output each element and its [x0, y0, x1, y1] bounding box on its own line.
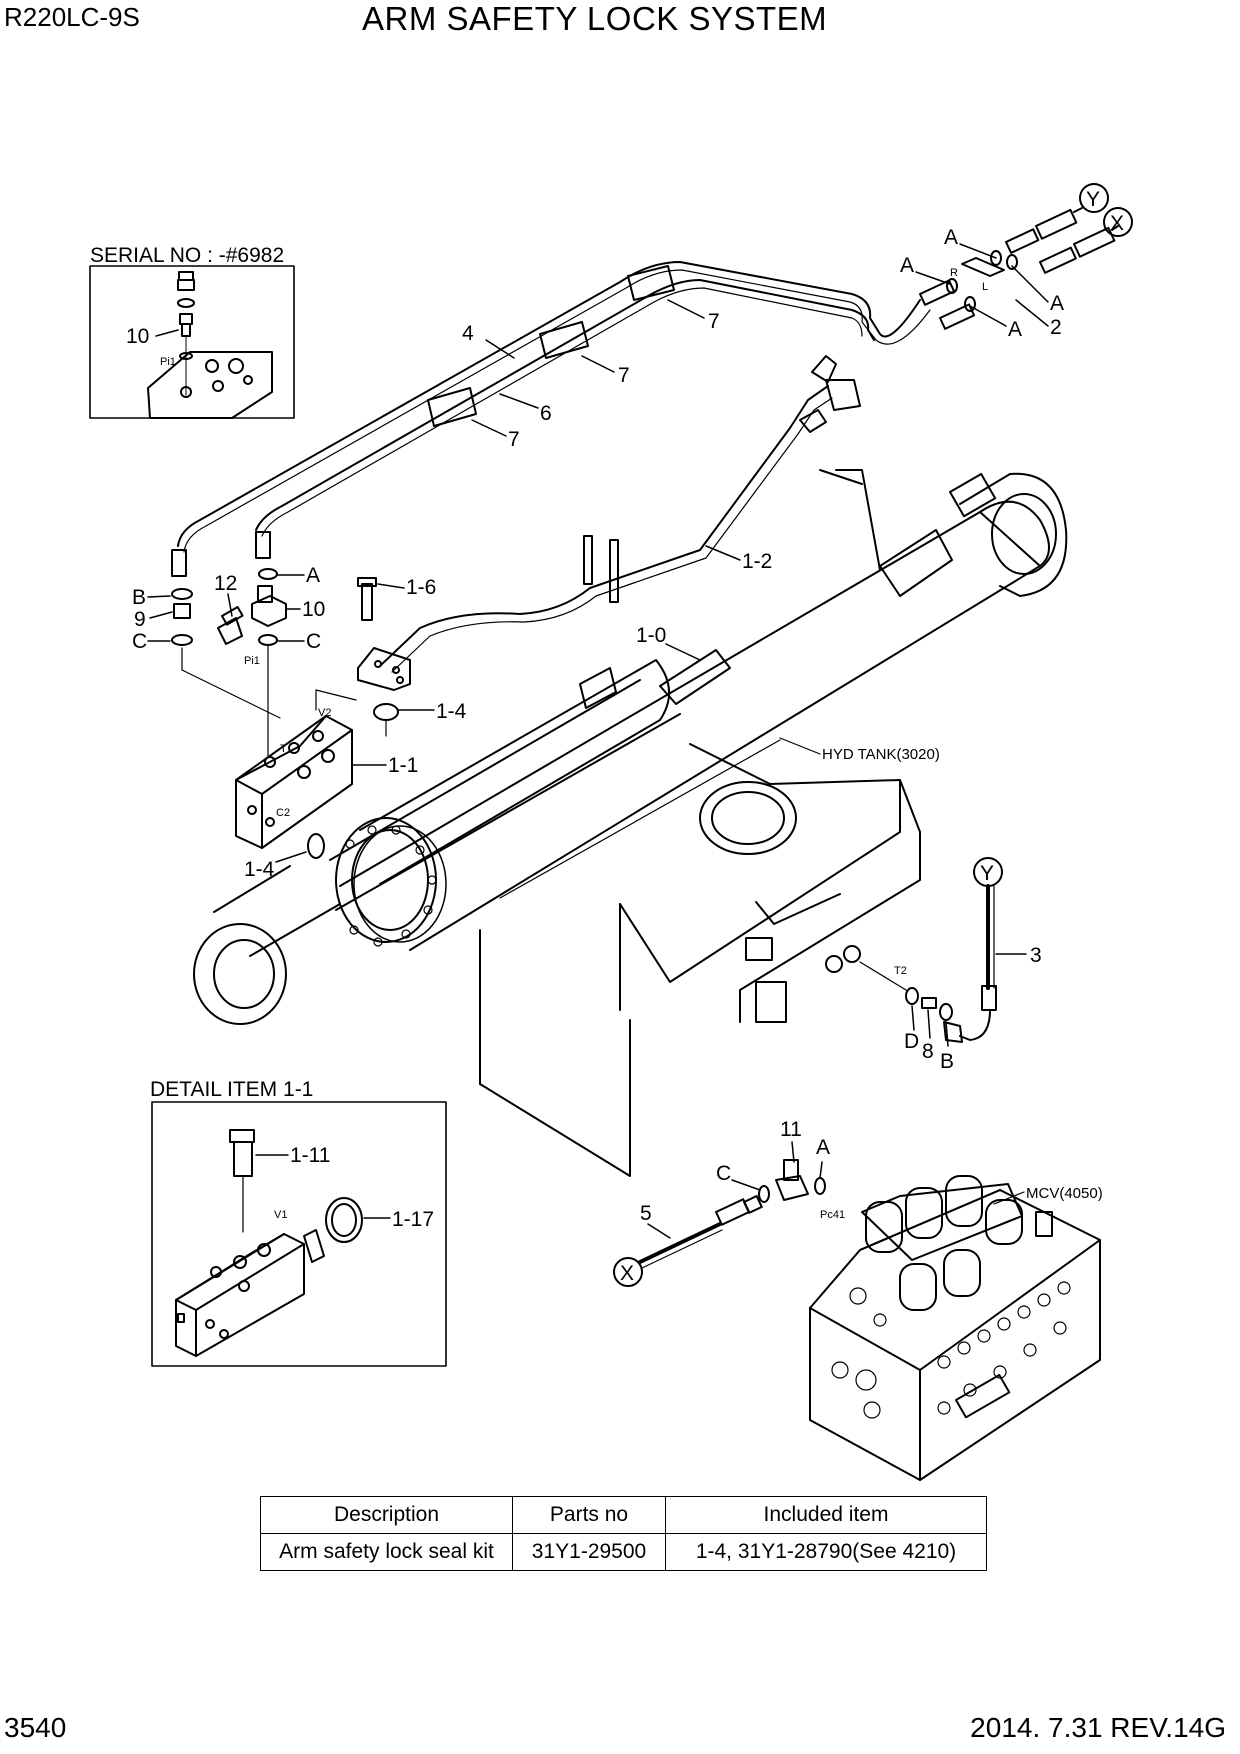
callout-1-1: 1-1: [388, 754, 418, 777]
callout-7a: 7: [708, 310, 720, 333]
upper-hoses: [171, 261, 931, 577]
oring-1-4-upper: [373, 703, 399, 721]
port-r-label: R: [950, 267, 958, 279]
callout-10: 10: [302, 598, 325, 621]
callout-c2-left: C: [306, 630, 321, 653]
callout-y: Y: [1086, 188, 1100, 211]
callout-1-11: 1-11: [290, 1144, 330, 1167]
port-t-label: T: [280, 743, 287, 755]
connector-y-circle: [1079, 183, 1109, 213]
table-row: Arm safety lock seal kit 31Y1-29500 1-4,…: [260, 1533, 987, 1571]
page-title: ARM SAFETY LOCK SYSTEM: [362, 0, 828, 37]
page-number: 3540: [4, 1712, 67, 1743]
callout-a3: A: [1050, 292, 1064, 315]
serial-label: SERIAL NO : -#6982: [90, 244, 284, 267]
model-number: R220LC-9S: [4, 2, 140, 32]
callout-x2: X: [620, 1262, 634, 1285]
callout-d: D: [904, 1030, 919, 1053]
callout-a-left: A: [306, 564, 320, 587]
callout-b-left: B: [132, 586, 146, 609]
callout-9: 9: [134, 608, 146, 631]
callout-1-4a: 1-4: [436, 700, 467, 723]
port-t2-label: T2: [894, 965, 907, 977]
col-parts-no: Parts no: [512, 1496, 666, 1534]
callout-2: 2: [1050, 316, 1062, 339]
serial-port-label: Pi1: [160, 356, 176, 368]
callout-1-4b: 1-4: [244, 858, 275, 881]
callout-4: 4: [462, 322, 474, 345]
cell-description: Arm safety lock seal kit: [260, 1533, 513, 1571]
callout-a1: A: [944, 226, 958, 249]
connector-x-circle: [1103, 207, 1133, 237]
seal-kit-table: Description Parts no Included item Arm s…: [260, 1496, 987, 1571]
cell-parts-no: 31Y1-29500: [512, 1533, 666, 1571]
callout-12: 12: [214, 572, 237, 595]
hyd-tank-label: HYD TANK(3020): [822, 746, 940, 763]
callout-7b: 7: [618, 364, 630, 387]
col-description: Description: [260, 1496, 513, 1534]
mcv-label: MCV(4050): [1026, 1185, 1103, 1202]
callout-5: 5: [640, 1202, 652, 1225]
port-v2-label: V2: [318, 707, 331, 719]
callout-c-tee: C: [716, 1162, 731, 1185]
table-header-row: Description Parts no Included item: [260, 1496, 987, 1534]
callout-7c: 7: [508, 428, 520, 451]
valve-block-1-1: [235, 689, 357, 849]
callout-y2: Y: [980, 862, 994, 885]
revision-date: 2014. 7.31 REV.14G: [970, 1712, 1226, 1743]
callout-b-right: B: [940, 1050, 954, 1073]
port-l-label: L: [982, 281, 988, 293]
col-included-item: Included item: [665, 1496, 987, 1534]
arm-cylinder: [193, 469, 1068, 1025]
callout-c-left: C: [132, 630, 147, 653]
port-pc41-label: Pc41: [820, 1209, 845, 1221]
callout-a-tee: A: [816, 1136, 830, 1159]
callout-x: X: [1110, 212, 1124, 235]
callout-1-0: 1-0: [636, 624, 666, 647]
port-pi1-label: Pi1: [244, 655, 260, 667]
upper-right-adapters: [918, 207, 1119, 330]
callout-a2: A: [900, 254, 914, 277]
serial-inset: SERIAL NO : -#6982 10 Pi1: [89, 244, 295, 419]
callout-11: 11: [780, 1118, 802, 1141]
left-fitting-stack: [171, 568, 287, 757]
detail-label: DETAIL ITEM 1-1: [150, 1078, 313, 1101]
callout-3: 3: [1030, 944, 1042, 967]
port-c2-label: C2: [276, 807, 290, 819]
callout-1-2: 1-2: [742, 550, 772, 573]
oring-1-4-lower: [307, 833, 325, 859]
callout-8: 8: [922, 1040, 934, 1063]
cell-included-item: 1-4, 31Y1-28790(See 4210): [665, 1533, 987, 1571]
main-control-valve: [809, 1175, 1101, 1481]
hose-5: [613, 1159, 826, 1287]
flange-block: [357, 577, 411, 691]
detail-port-label: V1: [274, 1209, 287, 1221]
callout-a4: A: [1008, 318, 1022, 341]
hose-3-group: [825, 857, 1003, 1043]
serial-part-label: 10: [126, 325, 149, 348]
detail-inset: DETAIL ITEM 1-1: [150, 1078, 447, 1367]
callout-6: 6: [540, 402, 552, 425]
callout-1-6: 1-6: [406, 576, 436, 599]
pipe-1-2: [379, 355, 861, 673]
hydraulic-tank: [479, 739, 921, 1177]
callout-1-17: 1-17: [392, 1208, 434, 1231]
